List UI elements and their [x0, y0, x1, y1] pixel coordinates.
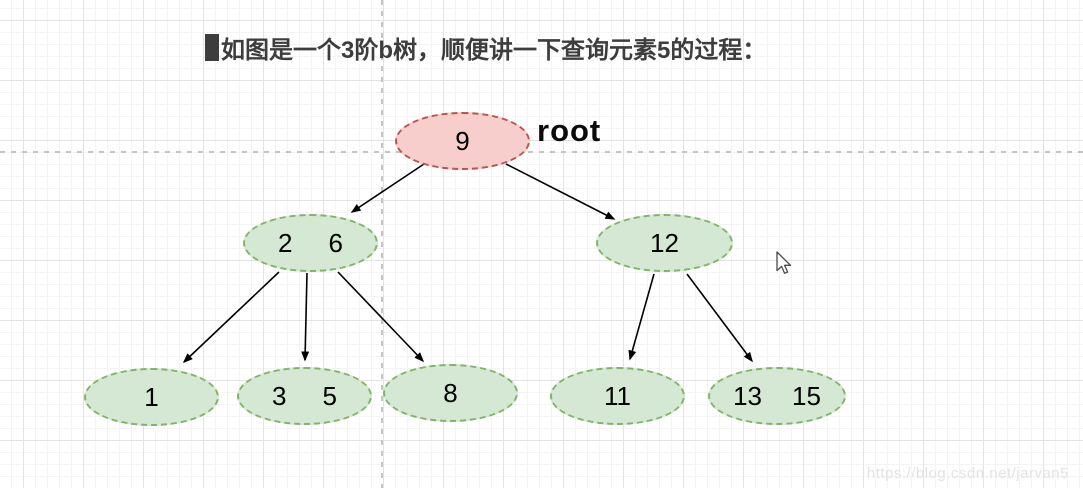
diagram-title: 如图是一个3阶b树，顺便讲一下查询元素5的过程：	[205, 30, 766, 65]
node-key: 11	[604, 380, 631, 411]
tree-node-root[interactable]: 9	[395, 112, 530, 170]
page-guide-vertical	[381, 0, 383, 488]
tree-node-3-5[interactable]: 3 5	[237, 367, 372, 425]
node-key: 1	[144, 381, 159, 412]
edge-12-to-11	[628, 273, 655, 361]
tree-node-8[interactable]: 8	[383, 364, 518, 422]
node-key: 8	[443, 377, 458, 408]
page-guide-horizontal	[0, 151, 1083, 153]
node-key: 12	[650, 227, 679, 258]
watermark: https://blog.csdn.net/jarvan5	[866, 465, 1069, 482]
tree-node-11[interactable]: 11	[550, 367, 685, 425]
node-key: 15	[792, 380, 821, 411]
tree-node-12[interactable]: 12	[596, 214, 733, 272]
root-label: root	[537, 113, 602, 148]
mouse-cursor-icon	[776, 251, 792, 274]
text-cursor-block	[205, 34, 219, 61]
tree-node-2-6[interactable]: 2 6	[243, 214, 378, 272]
edge-root-to-12	[505, 163, 616, 220]
title-text: 如图是一个3阶b树，顺便讲一下查询元素5的过程：	[221, 37, 767, 64]
edge-2-6-to-1	[182, 271, 280, 364]
tree-node-13-15[interactable]: 13 15	[708, 367, 846, 425]
node-key: 3	[272, 380, 287, 411]
edge-2-6-to-3-5	[301, 272, 310, 362]
edge-root-to-2-6	[350, 163, 425, 213]
node-key: 5	[322, 380, 337, 411]
tree-node-1[interactable]: 1	[84, 368, 219, 426]
node-key: 9	[455, 125, 470, 156]
node-key: 2	[278, 227, 293, 258]
edge-12-to-13-15	[686, 273, 753, 363]
node-key: 13	[733, 380, 762, 411]
node-key: 6	[328, 227, 343, 258]
